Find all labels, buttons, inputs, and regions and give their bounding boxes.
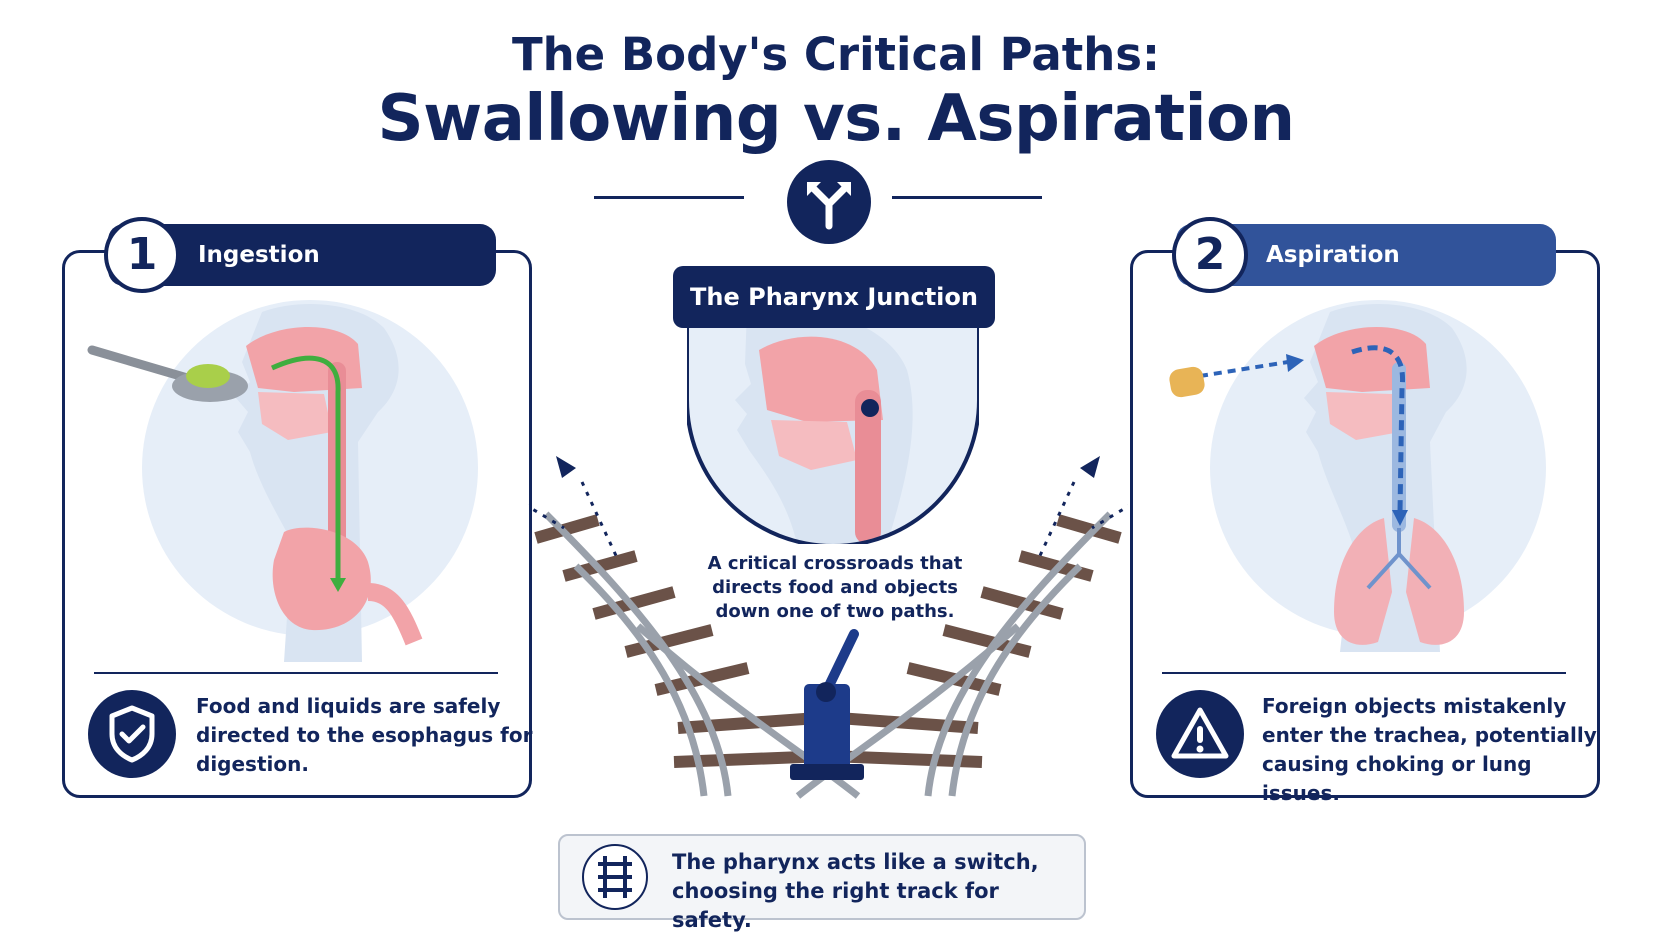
- railway-track-icon: [582, 844, 648, 910]
- pharynx-junction-caption: A critical crossroads that directs food …: [707, 553, 963, 622]
- pharynx-junction-label: The Pharynx Junction: [673, 266, 995, 328]
- warning-triangle-icon: [1156, 690, 1244, 778]
- split-arrow-icon: [787, 160, 871, 244]
- ingestion-number-badge: 1: [104, 217, 180, 293]
- title-line-2: Swallowing vs. Aspiration: [377, 82, 1295, 156]
- swallowing-illustration: [62, 292, 532, 662]
- title-line-1: The Body's Critical Paths:: [511, 28, 1161, 81]
- shield-check-icon: [88, 690, 176, 778]
- pharynx-junction-illustration: [685, 310, 981, 548]
- ingestion-divider: [94, 672, 498, 674]
- title-divider-left: [594, 196, 744, 199]
- switch-analogy-text: The pharynx acts like a switch, choosing…: [672, 850, 1039, 932]
- aspiration-description: Foreign objects mistakenly enter the tra…: [1262, 694, 1597, 805]
- title-divider-right: [892, 196, 1042, 199]
- ingestion-description: Food and liquids are safely directed to …: [196, 694, 533, 776]
- aspiration-divider: [1162, 672, 1566, 674]
- railway-switch-illustration: [523, 456, 1133, 828]
- aspiration-illustration: [1130, 292, 1600, 662]
- aspiration-number-badge: 2: [1172, 217, 1248, 293]
